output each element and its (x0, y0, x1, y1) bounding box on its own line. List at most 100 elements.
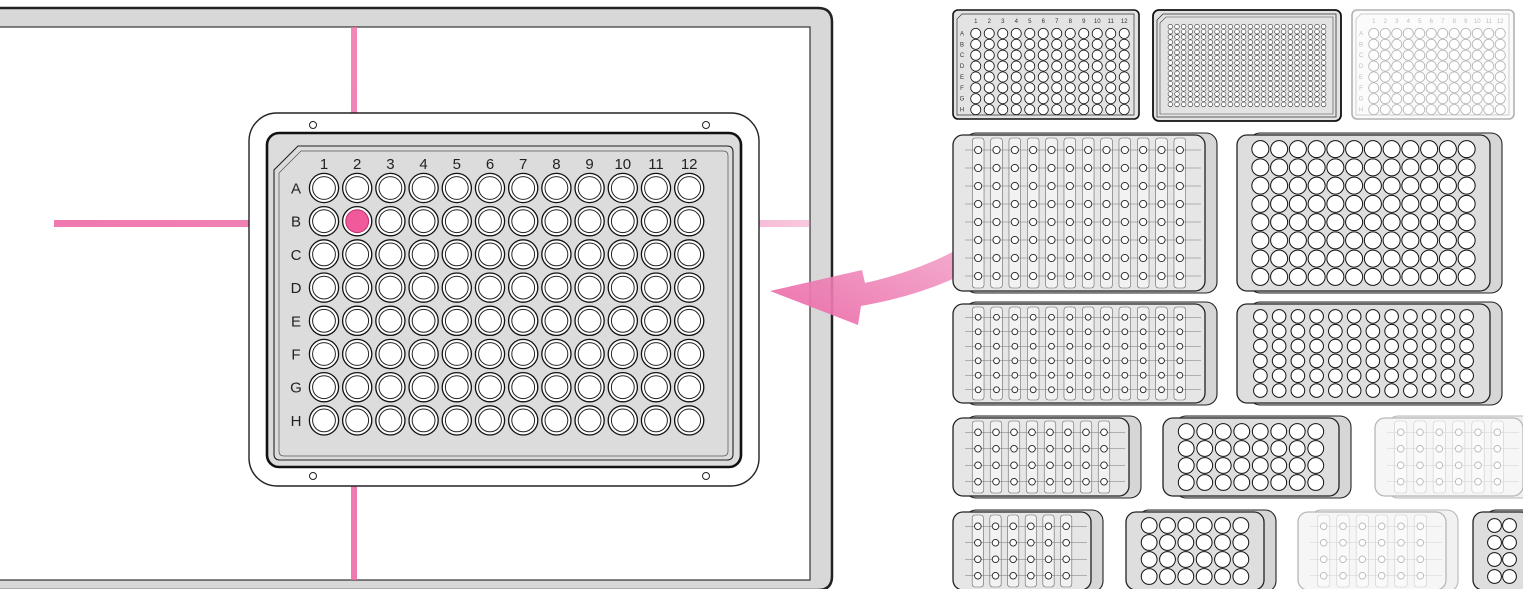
thumbnail-plate-strip[interactable] (952, 415, 1142, 499)
well[interactable] (308, 405, 340, 436)
well[interactable] (673, 172, 705, 204)
well[interactable] (541, 205, 572, 237)
well[interactable] (574, 338, 605, 370)
well[interactable] (607, 172, 639, 204)
well[interactable] (541, 338, 572, 370)
well[interactable] (574, 305, 605, 337)
well[interactable] (673, 371, 705, 403)
well[interactable] (441, 205, 473, 237)
well[interactable] (541, 305, 572, 337)
thumbnail-plate-strip[interactable] (952, 132, 1218, 294)
well[interactable] (441, 305, 473, 337)
well[interactable] (640, 405, 672, 436)
well[interactable] (541, 371, 572, 403)
well[interactable] (308, 305, 340, 337)
well[interactable] (408, 338, 439, 370)
selected-well[interactable] (341, 205, 373, 237)
well[interactable] (607, 239, 639, 270)
well[interactable] (574, 405, 605, 436)
well[interactable] (574, 371, 605, 403)
well[interactable] (673, 405, 705, 436)
well[interactable] (341, 338, 373, 370)
well[interactable] (607, 272, 639, 303)
well[interactable] (375, 338, 406, 370)
well[interactable] (507, 405, 539, 436)
well[interactable] (507, 205, 539, 237)
well[interactable] (507, 338, 539, 370)
well[interactable] (607, 405, 639, 436)
well[interactable] (673, 205, 705, 237)
well[interactable] (441, 371, 473, 403)
thumbnail-plate-large-well[interactable] (1125, 509, 1277, 589)
well[interactable] (640, 239, 672, 270)
well[interactable] (308, 239, 340, 270)
well[interactable] (441, 405, 473, 436)
well[interactable] (474, 272, 506, 303)
well[interactable] (408, 305, 439, 337)
thumbnail-plate-strip[interactable] (952, 301, 1218, 406)
well[interactable] (607, 305, 639, 337)
thumbnail-plate-strip[interactable] (1374, 415, 1523, 499)
thumbnail-plate-strip[interactable] (1297, 509, 1459, 589)
well[interactable] (607, 371, 639, 403)
well[interactable] (507, 239, 539, 270)
well[interactable] (375, 272, 406, 303)
well[interactable] (474, 338, 506, 370)
well[interactable] (607, 205, 639, 237)
well[interactable] (341, 172, 373, 204)
well[interactable] (408, 205, 439, 237)
thumbnail-plate-384[interactable] (1152, 9, 1342, 122)
well[interactable] (375, 172, 406, 204)
well[interactable] (375, 239, 406, 270)
well[interactable] (408, 172, 439, 204)
well[interactable] (673, 272, 705, 303)
well[interactable] (375, 205, 406, 237)
well[interactable] (640, 338, 672, 370)
well[interactable] (474, 371, 506, 403)
thumbnail-plate-large-well[interactable] (1236, 132, 1503, 294)
well[interactable] (507, 305, 539, 337)
well[interactable] (507, 371, 539, 403)
well[interactable] (408, 272, 439, 303)
well[interactable] (574, 172, 605, 204)
well[interactable] (507, 272, 539, 303)
well[interactable] (673, 239, 705, 270)
well[interactable] (375, 371, 406, 403)
well[interactable] (441, 338, 473, 370)
well[interactable] (541, 272, 572, 303)
well[interactable] (640, 305, 672, 337)
well[interactable] (341, 405, 373, 436)
well[interactable] (341, 272, 373, 303)
well[interactable] (541, 172, 572, 204)
well[interactable] (408, 239, 439, 270)
well[interactable] (507, 172, 539, 204)
well[interactable] (408, 371, 439, 403)
well[interactable] (441, 272, 473, 303)
well[interactable] (474, 239, 506, 270)
well[interactable] (341, 239, 373, 270)
well[interactable] (640, 272, 672, 303)
well[interactable] (673, 338, 705, 370)
well[interactable] (308, 272, 340, 303)
well[interactable] (574, 205, 605, 237)
well[interactable] (341, 371, 373, 403)
well[interactable] (341, 305, 373, 337)
well[interactable] (474, 305, 506, 337)
well[interactable] (308, 371, 340, 403)
thumbnail-plate-large-well[interactable] (1162, 415, 1352, 499)
well[interactable] (308, 205, 340, 237)
thumbnail-plate-strip[interactable] (952, 509, 1104, 589)
well[interactable] (375, 405, 406, 436)
well[interactable] (408, 405, 439, 436)
well[interactable] (441, 172, 473, 204)
thumbnail-plate-large-well[interactable] (1236, 301, 1503, 406)
well[interactable] (640, 172, 672, 204)
well[interactable] (474, 405, 506, 436)
well[interactable] (441, 239, 473, 270)
well[interactable] (474, 172, 506, 204)
well[interactable] (541, 405, 572, 436)
well[interactable] (574, 239, 605, 270)
well[interactable] (673, 305, 705, 337)
